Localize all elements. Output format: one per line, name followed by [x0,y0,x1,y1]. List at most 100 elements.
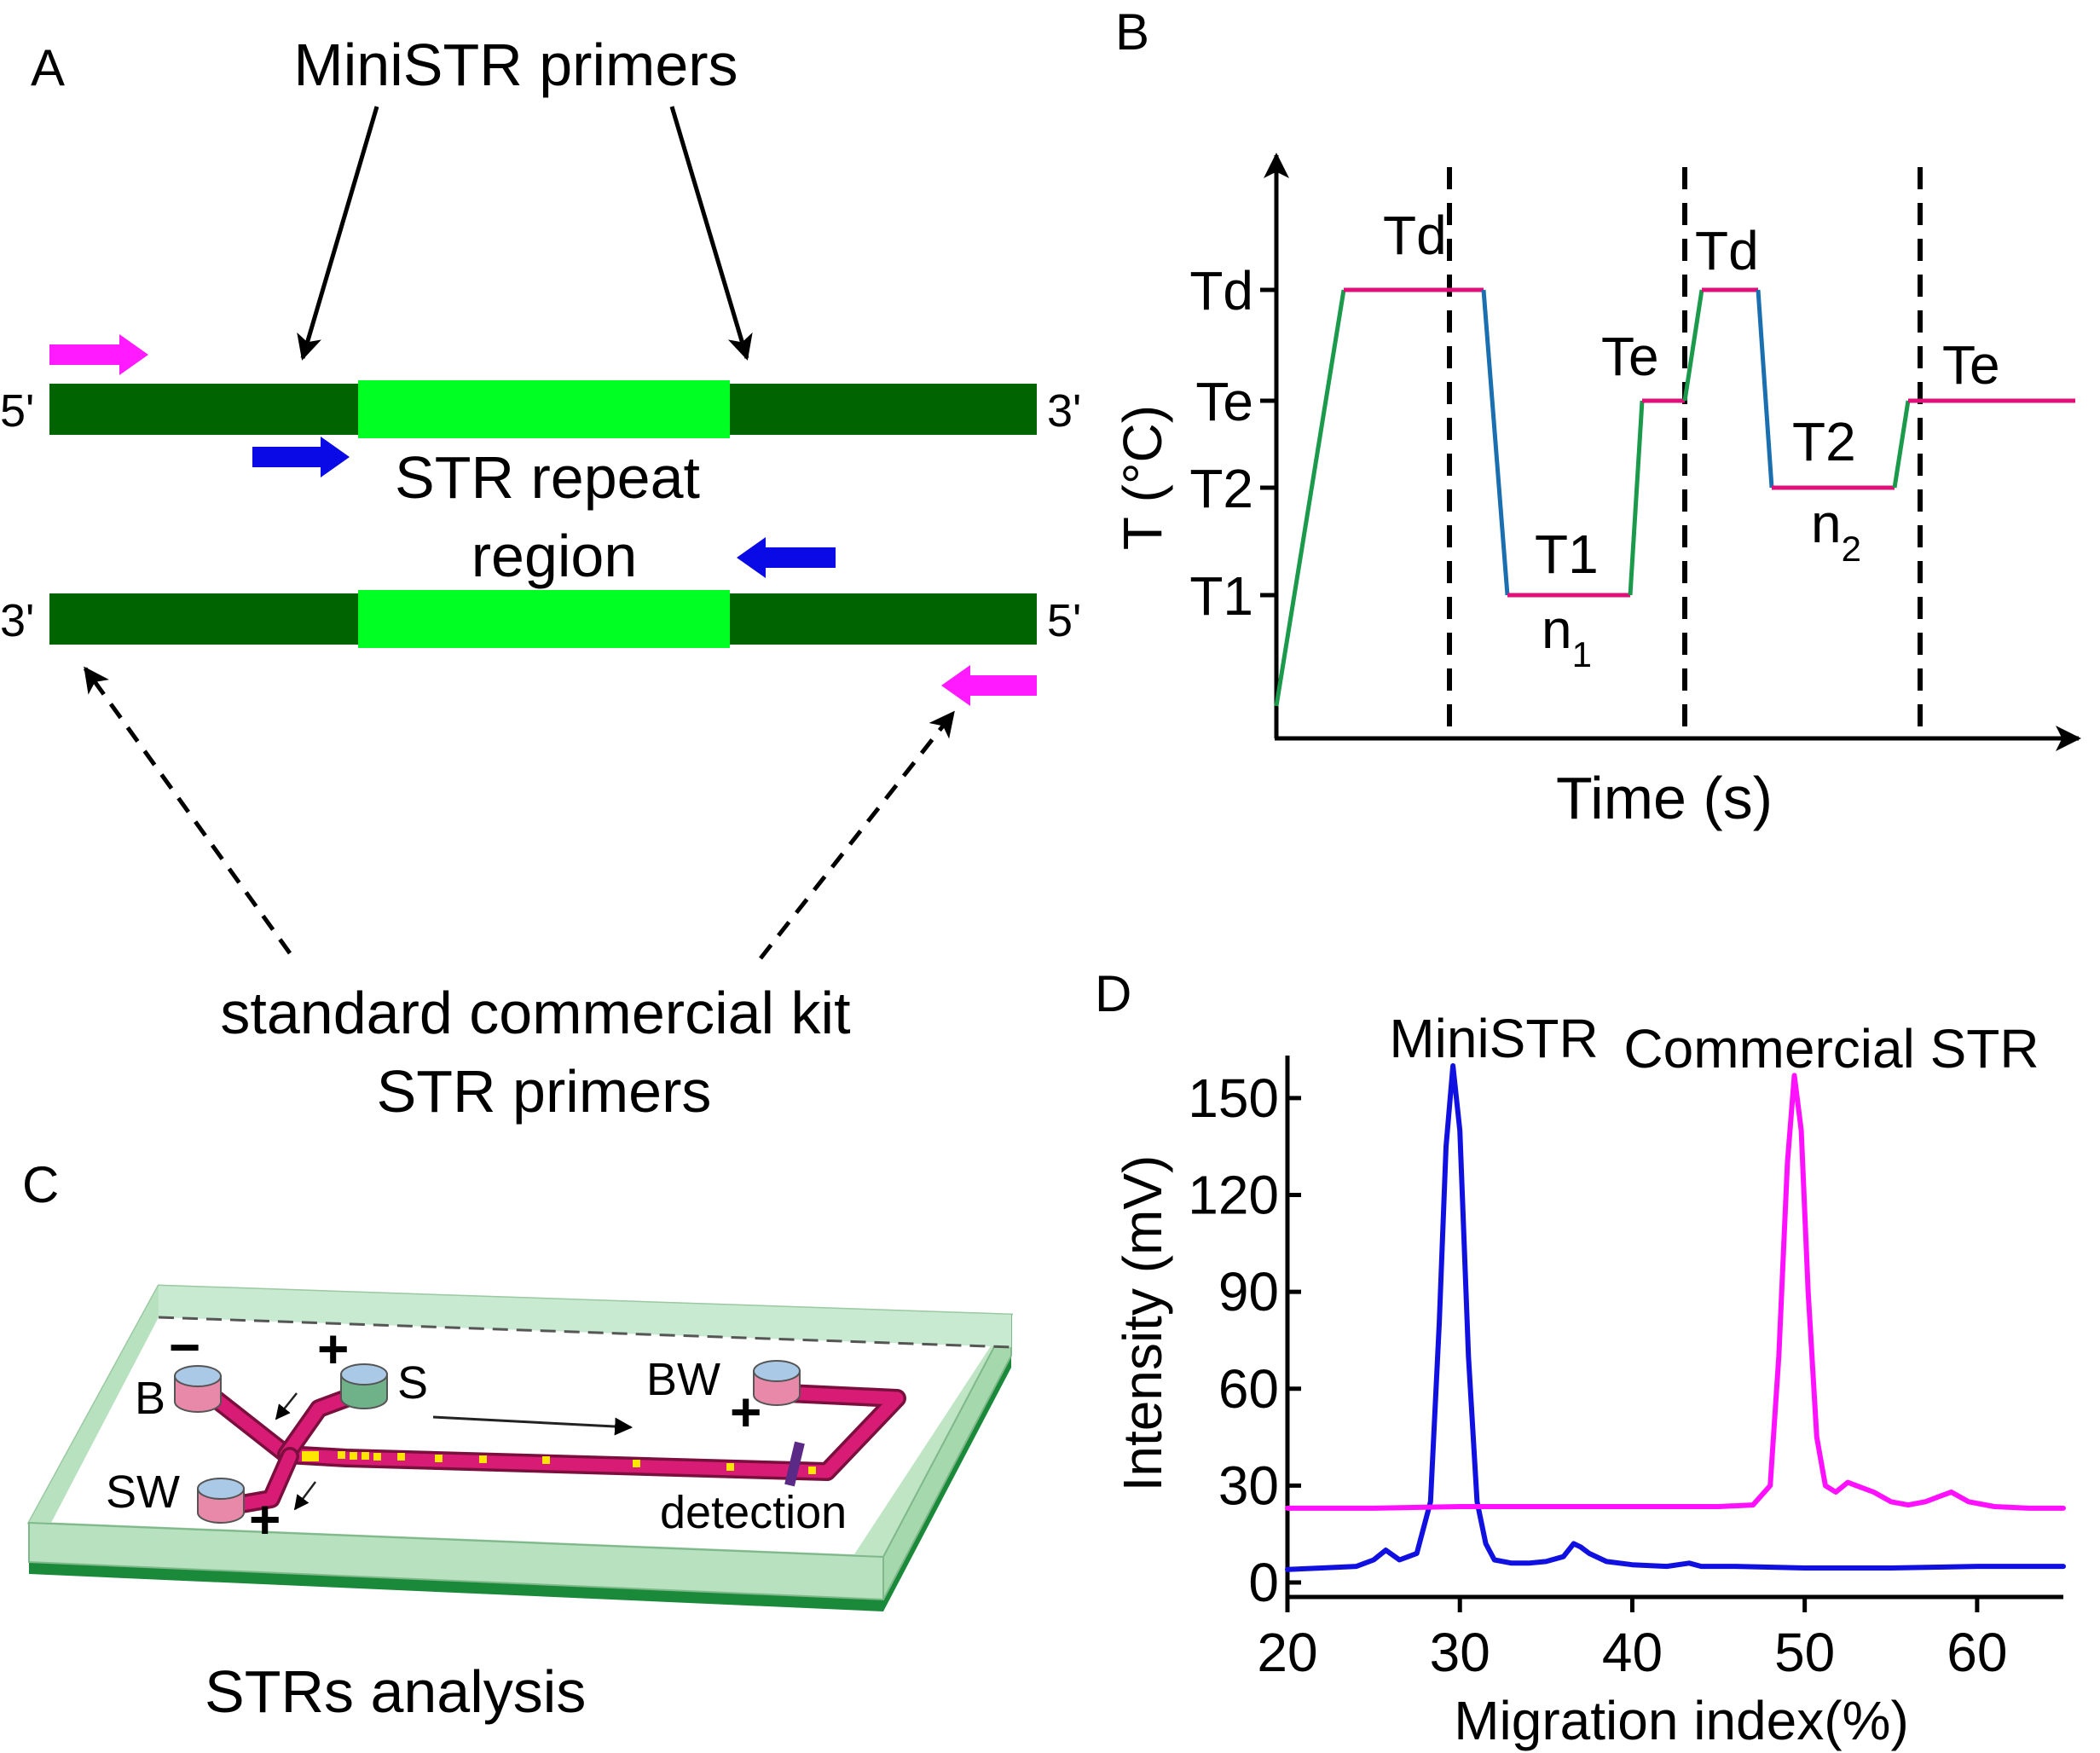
reservoir-bw-top [753,1360,801,1382]
b-ramp-up-1 [1274,289,1346,707]
ministr-arrow-left [297,106,379,361]
d-x-axis-label: Migration index(%) [1454,1690,1909,1751]
strand2-flank-left [49,593,358,645]
strand2-right-end: 5' [1047,595,1081,646]
d-annotation-commercial: Commercial STR [1623,1018,2039,1079]
b-label-te-1: Te [1601,326,1659,387]
d-y-tick-label: 90 [1218,1261,1279,1322]
band [542,1456,550,1464]
d-y-ticks: 0 30 60 90 120 150 [1188,1067,1301,1613]
b-label-te-2: Te [1942,334,2000,396]
d-y-tick-label: 0 [1248,1552,1279,1613]
detection-label: detection [660,1487,847,1538]
b-ramp-down-2 [1756,289,1774,489]
b-label-td-1: Td [1383,205,1447,266]
b-label-t1: T1 [1535,524,1599,585]
chip-rim-right [853,1315,1011,1557]
b-label-n1: n1 [1542,599,1592,674]
d-x-tick-label: 60 [1947,1622,2007,1683]
b-ytick-t2: T2 [1189,458,1253,519]
b-ramp-up-4 [1892,400,1911,489]
band [350,1452,357,1460]
band [435,1455,443,1462]
ministr-reverse-primer [737,537,836,578]
d-y-tick-label: 150 [1188,1067,1279,1129]
polarity-s: + [317,1318,349,1380]
b-y-axis-label: T (°C) [1112,405,1173,550]
d-annotation-ministr: MiniSTR [1389,1008,1598,1069]
band [373,1453,381,1461]
band [338,1451,345,1459]
detector-mark [784,1441,805,1487]
reservoir-s-top [340,1363,388,1386]
band [479,1455,487,1463]
panel-a: A MiniSTR primers 5' 3' 3' 5' STR repeat… [0,32,1081,1125]
commercial-forward-primer [49,334,148,375]
ministr-forward-primer [252,437,350,477]
panel-c-caption: STRs analysis [205,1658,586,1725]
d-x-tick-label: 50 [1774,1622,1835,1683]
flow-arrow-sample-out [293,1481,316,1511]
b-ramp-up-3 [1682,289,1704,402]
separation-channel-fill [208,1386,904,1478]
panel-d-letter: D [1095,965,1131,1022]
b-temperature-profile [1274,287,2075,707]
polarity-bw: + [730,1381,761,1443]
d-y-tick-label: 60 [1218,1358,1279,1420]
reservoir-b [174,1365,222,1413]
chip-base-front [29,1562,883,1611]
strand1-repeat [358,380,730,438]
ministr-primers-label: MiniSTR primers [293,32,738,98]
polarity-sw: + [249,1489,281,1550]
d-x-tick-label: 30 [1430,1622,1490,1683]
reservoir-s [340,1363,388,1409]
flow-arrow-sample-in [275,1392,298,1420]
dna-bands [302,1451,816,1474]
reservoir-s-label: S [397,1357,428,1409]
d-y-axis-label: Intensity (mV) [1112,1155,1173,1492]
band [362,1452,369,1460]
commercial-arrow-right [759,710,955,960]
b-ytick-t1: T1 [1189,565,1253,627]
d-x-tick-label: 20 [1257,1622,1317,1683]
panel-b-letter: B [1115,3,1149,61]
panel-b: B Td Te T2 T1 T (°C) Time (s) [1112,3,2081,831]
band [808,1467,816,1474]
commercial-primers-label-line1: standard commercial kit [220,980,850,1046]
d-series-line-1 [1285,1063,2066,1572]
sample-waste-channel-fill [225,1449,297,1513]
b-ramp-up-2 [1628,400,1645,596]
panel-c-letter: C [22,1156,59,1213]
panel-c: C [22,1156,1014,1725]
chip-rim-left [29,1286,159,1523]
reservoir-bw [753,1360,801,1406]
sample-plug [302,1451,319,1461]
d-series-line-2 [1285,1073,2066,1511]
strand2-flank-right [730,593,1037,645]
chip-side-face [882,1314,1012,1600]
str-region-label-line2: region [471,523,638,589]
b-label-td-2: Td [1695,220,1759,281]
d-y-tick-label: 30 [1218,1455,1279,1516]
b-x-axis-label: Time (s) [1556,765,1773,831]
commercial-primers-label-line2: STR primers [377,1058,712,1125]
reservoir-b-top [174,1365,222,1387]
b-ramp-down-1 [1481,289,1510,596]
str-region-label-line1: STR repeat [395,444,700,511]
reservoir-sw-top [197,1478,245,1500]
commercial-reverse-primer [941,665,1037,706]
strand1-flank-right [730,384,1037,435]
strand1-left-end: 5' [0,385,34,437]
flow-arrow-separation [432,1415,633,1436]
b-ytick-td: Td [1189,260,1253,321]
d-y-tick-label: 120 [1188,1165,1279,1226]
band [397,1453,405,1461]
strand2-left-end: 3' [0,595,34,646]
reservoir-bw-label: BW [646,1354,720,1405]
strand1-flank-left [49,384,358,435]
reservoir-sw-label: SW [106,1467,180,1518]
polarity-b: − [169,1316,200,1378]
